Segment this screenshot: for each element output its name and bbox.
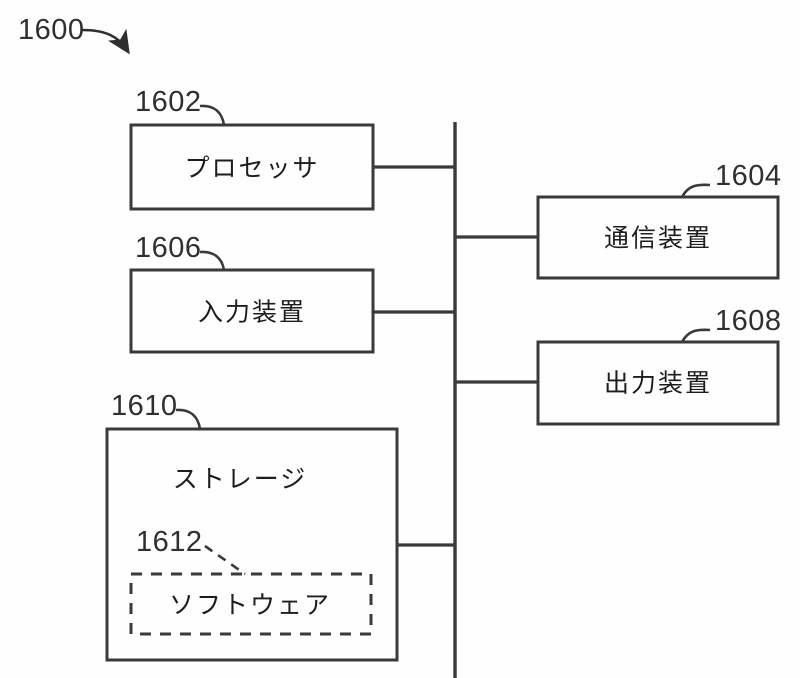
block-label-input-device: 入力装置 [197, 297, 307, 327]
block-communication-device [536, 195, 780, 280]
leader-1604 [680, 183, 711, 198]
ref-numeral-1608: 1608 [715, 305, 782, 337]
block-processor [129, 123, 375, 211]
ref-numeral-1612: 1612 [136, 526, 203, 558]
block-output-device [536, 340, 780, 426]
ref-numeral-1600: 1600 [18, 14, 85, 46]
leader-1606 [199, 250, 226, 271]
leader-1612 [204, 544, 246, 576]
ref-numeral-1610: 1610 [111, 390, 178, 422]
block-software [129, 572, 373, 636]
ref-numeral-1602: 1602 [135, 86, 202, 118]
block-label-output-device: 出力装置 [603, 368, 713, 398]
figure-ref-arrow [81, 28, 130, 55]
ref-numeral-1604: 1604 [715, 160, 782, 192]
block-label-software: ソフトウェア [168, 590, 332, 620]
leader-1602 [199, 104, 226, 126]
block-label-communication-device: 通信装置 [603, 223, 713, 253]
block-input-device [129, 268, 375, 354]
block-label-storage: ストレージ [172, 464, 308, 494]
leader-1608 [680, 328, 711, 343]
leader-1610 [175, 408, 202, 430]
block-label-processor: プロセッサ [184, 153, 320, 183]
ref-numeral-1606: 1606 [135, 232, 202, 264]
